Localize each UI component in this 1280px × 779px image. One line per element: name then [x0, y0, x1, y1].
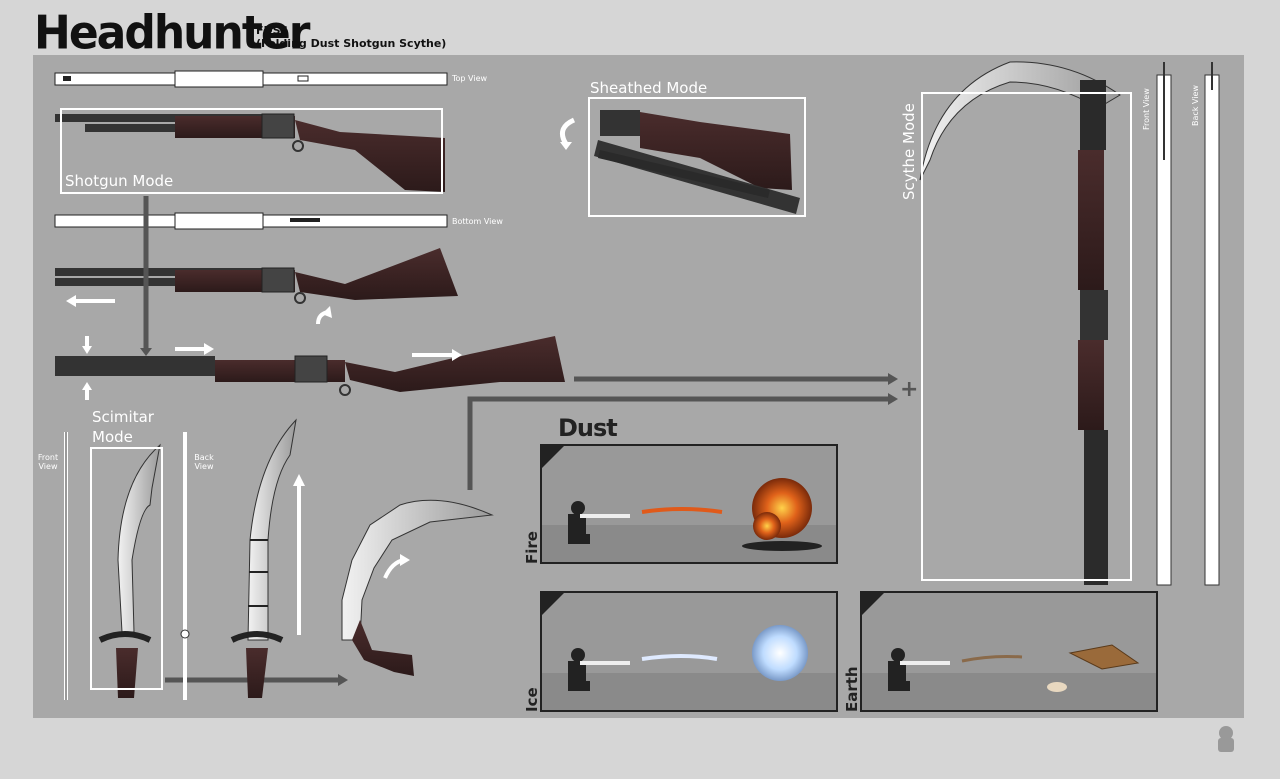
page-title: Headhunter: [34, 6, 310, 61]
shotgun-mode-frame: [60, 108, 443, 194]
dust-section-title: Dust: [558, 414, 618, 442]
fire-dust-panel: [540, 444, 838, 564]
scimitar-front-view-label: Front View: [37, 453, 59, 471]
scimitar-back-view-label: Back View: [194, 453, 214, 471]
curving-blade-drawing: [341, 499, 494, 676]
scimitar-mode-frame: [90, 447, 163, 690]
bottom-view-drawing: [54, 212, 448, 230]
scythe-back-view: [1204, 62, 1220, 586]
scythe-front-view-label: Front View: [1142, 88, 1151, 130]
earth-dust-panel: [860, 591, 1158, 712]
scythe-mode-frame: [921, 92, 1132, 581]
shotgun-mode-label: Shotgun Mode: [65, 172, 174, 190]
title-full-name: (Folding Dust Shotgun Scythe): [256, 37, 447, 50]
earth-dust-illustration: [862, 593, 1140, 692]
top-view-drawing: [54, 70, 448, 88]
bottom-view-label: Bottom View: [452, 217, 503, 226]
sheathed-mode-drawing: [594, 110, 800, 214]
fire-dust-illustration: [542, 446, 822, 551]
unfold-step-drawing: [55, 248, 458, 304]
rotate-icon: [559, 117, 576, 146]
shotgun-mode-drawing: [55, 113, 445, 192]
svg-text:+: +: [900, 377, 918, 402]
guide-arrowheads: [140, 348, 898, 686]
earth-dust-label: Earth: [843, 666, 861, 712]
scythe-back-view-label: Back View: [1191, 85, 1200, 126]
ice-dust-illustration: [542, 593, 808, 691]
guide-lines: [143, 196, 890, 683]
scimitar-mode-label: Scimitar Mode: [92, 408, 154, 446]
top-view-label: Top View: [452, 74, 488, 83]
scythe-front-view: [1156, 62, 1172, 586]
scythe-mode-label: Scythe Mode: [900, 103, 918, 200]
extending-blade-drawing: [230, 418, 297, 698]
ice-dust-label: Ice: [523, 687, 541, 712]
scimitar-drawing: [98, 443, 161, 698]
ice-dust-panel: [540, 591, 838, 712]
sheathed-mode-frame: [588, 97, 806, 217]
extended-step-drawing: [55, 336, 565, 396]
fire-dust-label: Fire: [523, 531, 541, 564]
artist-logo: [1218, 726, 1234, 752]
motion-arrows: [66, 295, 462, 635]
scimitar-back-view: [180, 432, 190, 700]
title-code: FDSS: [256, 24, 288, 37]
sheathed-mode-label: Sheathed Mode: [590, 79, 708, 97]
scythe-mode-drawing: [919, 61, 1121, 585]
